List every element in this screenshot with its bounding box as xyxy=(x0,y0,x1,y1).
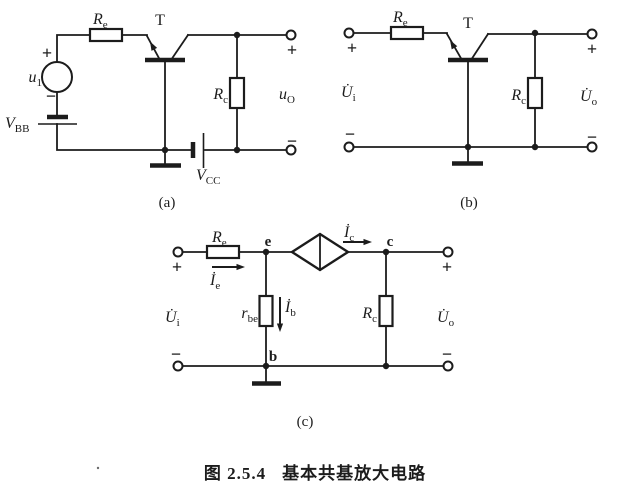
transistor-a xyxy=(145,33,190,151)
current-ie-arrow-icon xyxy=(212,263,245,271)
battery-vbb-icon xyxy=(38,114,77,125)
transistor-collector-lead xyxy=(469,32,490,62)
junction-dot xyxy=(233,146,241,154)
node-c-label: c xyxy=(387,234,394,250)
out-minus-sign: − xyxy=(587,127,597,147)
junction-dot xyxy=(382,362,390,370)
node-c-dot xyxy=(382,248,390,256)
out-minus-sign: − xyxy=(442,344,452,364)
battery-vcc-label: VCC xyxy=(196,167,220,187)
junction-dot xyxy=(531,143,539,151)
resistor-rc-b-label: Rc xyxy=(510,87,526,107)
current-ic-arrow-icon xyxy=(343,238,372,246)
resistor-re-b-label: Re xyxy=(392,9,408,29)
junction-dot xyxy=(531,29,539,37)
terminal-out-minus xyxy=(586,141,598,153)
terminal-in-minus xyxy=(343,141,355,153)
panel-c-caption: (c) xyxy=(297,414,314,430)
emitter-arrow-icon xyxy=(450,40,458,50)
figure-caption-number: 图 2.5.4 xyxy=(204,464,266,483)
terminal-out-minus xyxy=(442,360,454,372)
wire xyxy=(56,34,91,63)
in-minus-sign: − xyxy=(171,344,181,364)
arrow-head xyxy=(236,263,245,271)
source-u1-icon xyxy=(41,61,73,93)
battery-vcc-icon xyxy=(190,133,205,168)
source-minus-sign: − xyxy=(46,86,56,106)
resistor-rc-c-label: Rc xyxy=(361,305,377,325)
diamond-outline xyxy=(289,232,351,272)
current-ib-arrow-icon xyxy=(276,297,284,332)
circuit-b: Re T Rc + − + − U̇i U̇o xyxy=(341,9,598,211)
resistor-re-a xyxy=(88,27,124,43)
emitter-arrow-icon xyxy=(150,41,158,51)
out-minus-sign: − xyxy=(287,131,297,151)
panel-a-caption: (a) xyxy=(159,195,176,211)
transistor-a-label: T xyxy=(155,12,165,29)
terminal-out-plus xyxy=(285,29,297,41)
terminal-out-plus xyxy=(586,28,598,40)
controlled-current-source-icon xyxy=(289,232,351,272)
junction-dot xyxy=(161,146,169,154)
transistor-b-label: T xyxy=(463,15,473,32)
scan-speck xyxy=(96,466,100,470)
battery-vbb-label: VBB xyxy=(5,115,29,135)
node-e-dot xyxy=(262,248,270,256)
out-plus-sign: + xyxy=(287,40,297,60)
terminal-in-plus xyxy=(172,246,184,258)
figure-caption-title: 基本共基放大电路 xyxy=(281,463,426,483)
output-uo-label: uO xyxy=(279,86,295,106)
node-b-label: b xyxy=(269,349,277,365)
circuit-c: Re İe İc rbe İb Rc xyxy=(165,223,455,430)
out-plus-sign: + xyxy=(442,257,452,277)
output-uo-label: U̇o xyxy=(580,88,598,108)
resistor-rc-c xyxy=(378,294,394,328)
wire xyxy=(56,123,192,151)
resistor-rbe-label: rbe xyxy=(241,305,258,325)
terminal-out-plus xyxy=(442,246,454,258)
terminal-in-plus xyxy=(343,27,355,39)
current-ie-label: İe xyxy=(209,271,220,292)
current-ic-label: İc xyxy=(343,223,354,244)
output-uo-label: U̇o xyxy=(437,309,455,329)
arrow-head xyxy=(363,238,372,246)
resistor-rc-a-label: Rc xyxy=(212,86,228,106)
resistor-rbe xyxy=(258,294,274,328)
in-plus-sign: + xyxy=(347,38,357,58)
arrow-head xyxy=(276,323,284,332)
input-ui-label: U̇i xyxy=(341,84,356,104)
resistor-rc-b xyxy=(526,76,544,110)
resistor-re-a-label: Re xyxy=(92,11,108,31)
source-u1-label: u1 xyxy=(29,69,43,89)
junction-dot xyxy=(233,31,241,39)
resistor-rc-a xyxy=(228,76,246,110)
resistor-re-b xyxy=(389,25,425,41)
junction-dot xyxy=(464,143,472,151)
current-ib-label: İb xyxy=(284,298,296,319)
in-plus-sign: + xyxy=(172,257,182,277)
node-b-dot xyxy=(262,362,270,370)
terminal-out-minus xyxy=(285,144,297,156)
node-e-label: e xyxy=(265,234,272,250)
circuit-a: Re T + − u1 VBB VCC Rc xyxy=(5,11,297,211)
terminal-in-minus xyxy=(172,360,184,372)
source-plus-sign: + xyxy=(42,43,52,63)
in-minus-sign: − xyxy=(345,124,355,144)
out-plus-sign: + xyxy=(587,39,597,59)
transistor-b xyxy=(445,32,490,148)
transistor-collector-lead xyxy=(169,33,190,62)
figure-caption: 图 2.5.4 基本共基放大电路 xyxy=(204,463,426,483)
resistor-re-c xyxy=(205,244,241,260)
panel-b-caption: (b) xyxy=(460,195,478,211)
input-ui-label: U̇i xyxy=(165,309,180,329)
resistor-re-c-label: Re xyxy=(211,229,227,249)
